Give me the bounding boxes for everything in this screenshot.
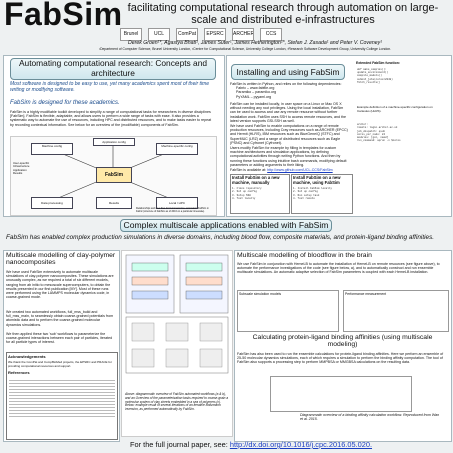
howto-manual-step: 3. Setup SSH	[232, 193, 251, 197]
dep-paramiko: Paramiko – paramiko.org	[236, 90, 277, 95]
performance-figure: Performance measurement	[343, 290, 449, 332]
install-heading: Installing and using FabSim	[231, 64, 345, 80]
code-line: fetch_results()	[357, 80, 381, 84]
howto-fabsim-step: 4. Test remote	[293, 196, 315, 200]
example-caption: Example definition of a machine-specific…	[357, 105, 433, 113]
howto-fabsim-step: 2. Set up config	[293, 190, 318, 194]
logo-brunel: Brunel	[120, 28, 142, 41]
install-github-link[interactable]: http://www.github.com/UCL-CCS/FabSim	[267, 168, 333, 172]
binding-caption: Diagrammatic overview of a binding affin…	[300, 413, 440, 422]
howto-fabsim: Install FabSim on a new machine, using F…	[291, 174, 353, 214]
bloodflow-title: Multiscale modelling of bloodflow in the…	[237, 252, 372, 259]
logo-epsrc: EPSRC	[204, 28, 226, 41]
clay-figure-caption: Above: diagrammatic overview of FabSim a…	[125, 392, 229, 412]
authors: Derek Groen¹*, Agastya Bhati¹, James Sut…	[127, 40, 382, 46]
logo-row: Brunel UCL ComPat EPSRC ARCHER CCS	[120, 28, 430, 41]
references-list	[9, 378, 115, 419]
submodel-label: Subscale simulation models	[239, 292, 282, 296]
install-link-prefix: FabSim is available at:	[230, 168, 267, 172]
install-code-column: Extended FabSim function: def make_compl…	[355, 60, 447, 212]
install-deps-intro: FabSim is written in Python, and relies …	[230, 82, 342, 86]
code-line: submit_jobs(cores=2048)	[357, 77, 393, 81]
howto-manual-step: 2. Set up config	[232, 190, 257, 194]
bloodflow-body: We use FabSim in conjunction with HemeLB…	[237, 262, 440, 275]
binding-body: FabSim has also been used to run the ens…	[237, 352, 444, 365]
binding-diagram	[270, 376, 412, 412]
logo-compat: ComPat	[176, 28, 198, 41]
install-deps: FabSim is written in Python, and relies …	[230, 82, 350, 99]
diagram-box-local-hpc: Local / HPC	[156, 197, 198, 209]
install-body-2: We have used FabSim to enable computatio…	[230, 124, 348, 145]
code-line: run_command: aprun -n $cores	[357, 139, 401, 143]
logo-archer: ARCHER	[232, 28, 254, 41]
diagram-caption: Relationships and user files for Command…	[136, 207, 209, 213]
howto-fabsim-steps: 1. Install FabSim locally 2. Set up conf…	[292, 186, 352, 201]
code-line: remote: login.archer.ac.uk	[357, 126, 398, 130]
ack-text: We thank the ComPat and CompBioMed proje…	[8, 360, 112, 368]
howto-manual-step: 1. Clone repository	[232, 187, 262, 191]
legend-infrastructure: Infrastructure	[13, 164, 30, 169]
ack-title: Acknowledgements	[8, 354, 46, 359]
architecture-diagram: FabSim Machine config Machine-specific c…	[10, 136, 217, 216]
howto-manual-step: 4. Test locally	[232, 196, 256, 200]
references-title: References	[8, 370, 30, 376]
diagram-legend: User-specific Infrastructure Application…	[13, 161, 53, 176]
workflow-figure	[125, 254, 229, 374]
applications-intro: FabSim has enabled complex production si…	[6, 234, 435, 241]
clay-figures: Above: diagrammatic overview of FabSim a…	[121, 250, 233, 437]
howto-fabsim-title: Install FabSim on a new machine, using F…	[293, 175, 341, 185]
howto-manual: Install FabSim on a new machine, manuall…	[230, 174, 290, 214]
logo-ucl: UCL	[148, 28, 170, 41]
dep-pyyaml: PyYAML – pyyaml.org	[236, 94, 272, 99]
binding-title: Calculating protein-ligand binding affin…	[252, 334, 433, 349]
diagram-box-results: Results	[96, 197, 132, 209]
automating-tagline: FabSim is designed for these academics.	[10, 100, 120, 106]
diagram-box-data-processing: Data processing	[31, 197, 73, 209]
acknowledgements-box: Acknowledgements We thank the ComPat and…	[6, 352, 118, 440]
clay-body-2: We created two automated workflows, full…	[6, 310, 114, 327]
diagram-box-machine-config: Machine config	[31, 143, 73, 155]
footer-prefix: For the full journal paper, see:	[130, 440, 228, 449]
diagram-box-machine-specific: Machine-specific config	[156, 143, 198, 155]
logo-ccs: CCS	[260, 28, 282, 41]
code-line: modules: [gcc, namd]	[357, 136, 389, 140]
bloodflow-figures: Subscale simulation models Performance m…	[237, 290, 449, 332]
poster-subtitle: facilitating computational research thro…	[127, 2, 439, 26]
install-body-3: Users modify FabSim for example by filli…	[230, 146, 347, 167]
footer: For the full journal paper, see: http://…	[130, 440, 450, 449]
install-link-line: FabSim is available at: http://www.githu…	[230, 168, 352, 172]
code-line: update_environment()	[357, 71, 389, 75]
code-line: def make_complex():	[357, 68, 387, 71]
clay-title: Multiscale modelling of clay-polymer nan…	[6, 252, 116, 267]
footer-doi-link[interactable]: http://dx.doi.org/10.1016/j.cpc.2016.05.…	[229, 440, 373, 449]
code-line: cores_per_node: 24	[357, 132, 386, 136]
howto-manual-steps: 1. Clone repository 2. Set up config 3. …	[231, 186, 289, 201]
performance-label: Performance measurement	[345, 292, 387, 296]
code-line: job_dispatch: qsub	[357, 129, 386, 133]
clay-body-3: We then applied these two 'sub' workflow…	[6, 332, 113, 345]
install-body-1: FabSim can be installed locally, in user…	[230, 102, 347, 123]
clay-body: We have used FabSim extensively to autom…	[6, 270, 114, 300]
submodel-figure: Subscale simulation models	[237, 290, 339, 332]
dep-fabric: Fabric – www.fabfile.org	[236, 86, 275, 91]
affiliations: ¹Department of Computer Science, Brunel …	[98, 47, 392, 51]
legend-user: User-specific	[13, 161, 30, 165]
legend-application: Application	[13, 167, 27, 172]
automating-body: FabSim is a highly modifiable toolkit de…	[10, 110, 212, 127]
howto-fabsim-step: 1. Install FabSim locally	[293, 187, 332, 191]
automating-intro: Most software is designed to be easy to …	[10, 81, 209, 93]
howto-fabsim-step: 3. Run setup task	[293, 193, 320, 197]
code-line: archer:	[357, 123, 368, 127]
poster-title: FabSim	[4, 0, 123, 32]
diagram-center: FabSim	[96, 167, 132, 183]
applications-heading: Complex multiscale applications enabled …	[120, 219, 332, 232]
code-block-2: archer: remote: login.archer.ac.uk job_d…	[355, 121, 447, 144]
code-line: compile_models()	[357, 74, 382, 78]
automating-heading: Automating computational research: Conce…	[10, 58, 216, 80]
legend-results: Results	[13, 171, 23, 176]
diagram-box-app-config: Application config	[93, 138, 135, 146]
howto-manual-title: Install FabSim on a new machine, manuall…	[232, 175, 280, 185]
example-title: Extended FabSim function:	[356, 61, 400, 65]
code-block-1: def make_complex(): update_environment()…	[355, 66, 447, 86]
